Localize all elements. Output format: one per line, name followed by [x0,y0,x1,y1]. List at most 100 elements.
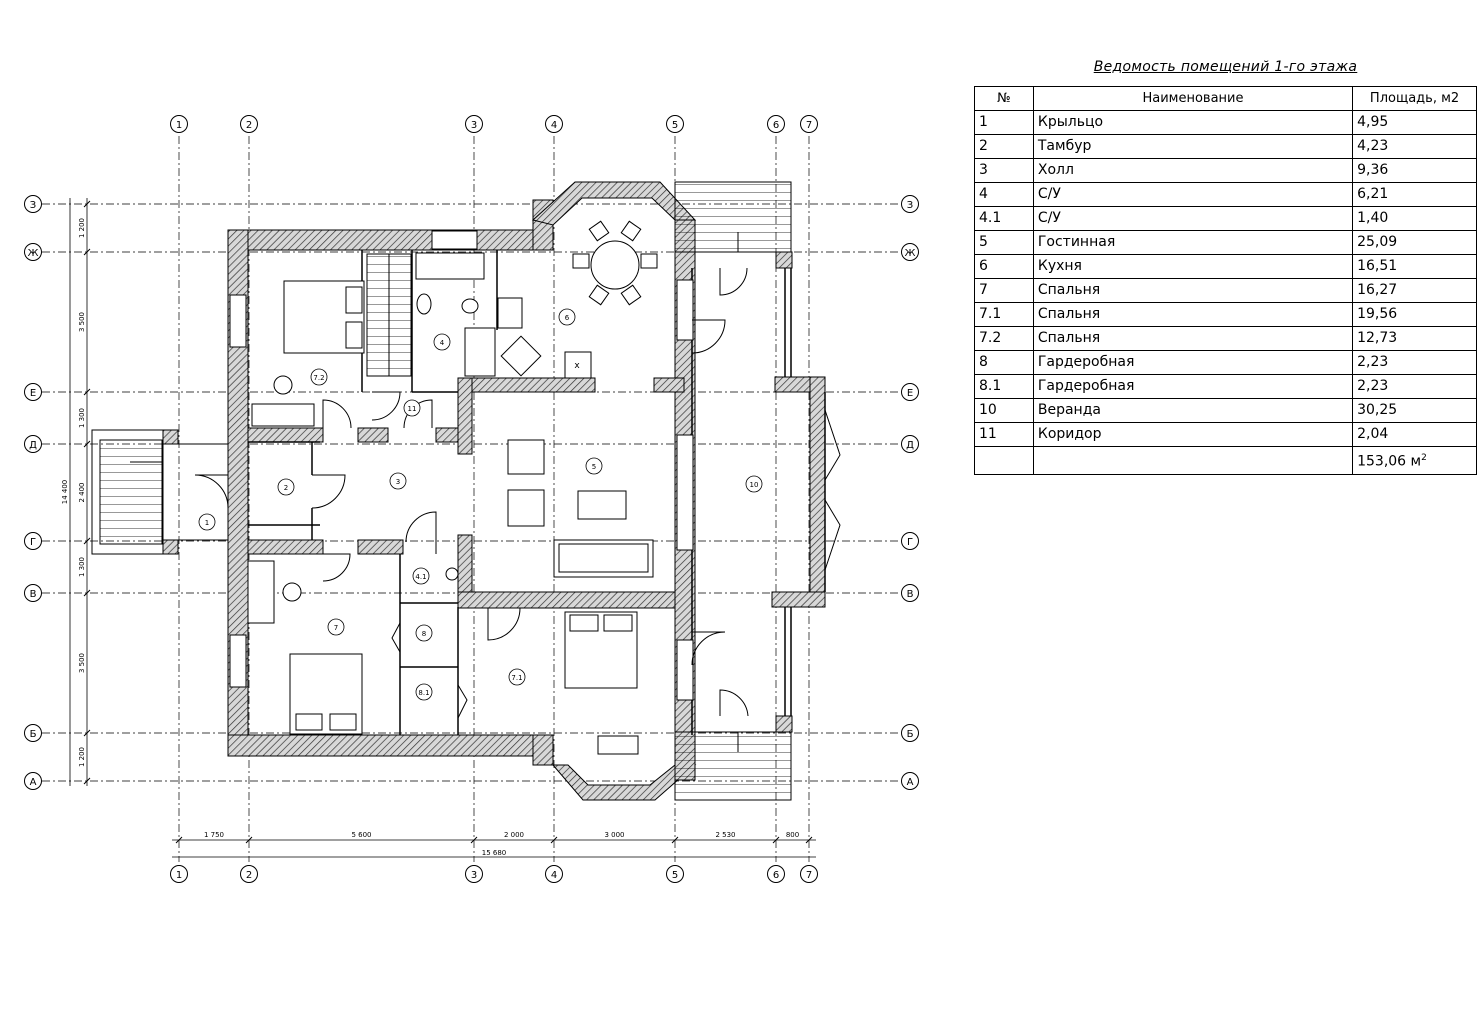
axis-marker-v: 3 [465,865,483,883]
axis-marker-v: 7 [800,115,818,133]
cell-area: 2,23 [1352,374,1477,399]
axis-marker-v: 5 [666,865,684,883]
axis-marker-h: В [901,584,919,602]
room-tag: 7.1 [508,668,526,686]
cell-name: Веранда [1032,398,1354,423]
cell-area: 12,73 [1352,326,1477,351]
axis-label: Е [30,388,36,399]
room-tag: 5 [585,457,603,475]
shower [464,327,496,377]
axis-label: 4 [551,120,557,131]
axis-label: Ж [28,248,39,259]
room-tag-label: 10 [750,481,759,489]
axis-label: 6 [773,870,779,881]
axis-marker-h: Д [24,435,42,453]
dim-left: 1 300 [78,408,86,428]
cell-area: 1,40 [1352,206,1477,231]
room-tag: 7.2 [310,368,328,386]
cell-area: 16,51 [1352,254,1477,279]
desk [247,560,275,624]
dim-bottom: 800 [786,831,799,839]
axis-marker-h: Е [901,383,919,401]
room-tag: 4 [433,333,451,351]
room-tag: 8 [415,624,433,642]
axis-marker-v: 6 [767,865,785,883]
room-tag: 8.1 [415,683,433,701]
armchair [507,489,545,527]
room-tag: 1 [198,513,216,531]
axis-marker-h: Е [24,383,42,401]
axis-label: 3 [471,120,477,131]
cell-area: 9,36 [1352,158,1477,183]
axis-marker-h: Г [24,532,42,550]
dim-bottom: 5 600 [351,831,371,839]
cell-area: 30,25 [1352,398,1477,423]
axis-label: Г [30,537,36,548]
room-tag-label: 4.1 [415,573,426,581]
room-tag-label: 8.1 [418,689,429,697]
cell-name: Кухня [1032,254,1354,279]
room-tag: 4.1 [412,567,430,585]
room-tag-label: 7 [334,624,338,632]
cell-no: 8.1 [974,374,1034,399]
cell-name: С/У [1032,206,1354,231]
cell-no: 2 [974,134,1034,159]
cell-area: 16,27 [1352,278,1477,303]
furniture [247,240,654,735]
cell-area: 2,04 [1352,422,1477,447]
axis-label: Е [907,388,913,399]
kitchen-counter [497,297,523,329]
axis-marker-h: В [24,584,42,602]
axis-marker-v: 1 [170,115,188,133]
axis-marker-v: 2 [240,115,258,133]
dim-left: 3 500 [78,312,86,332]
total-area: 153,06 м2 [1352,446,1477,475]
axis-marker-v: 3 [465,115,483,133]
cell-no: 5 [974,230,1034,255]
cell-no: 4.1 [974,206,1034,231]
cell-no: 10 [974,398,1034,423]
room-tag-label: 11 [408,405,417,413]
cell-no: 8 [974,350,1034,375]
dimension-lines [69,198,816,858]
room-tag-label: 1 [205,519,209,527]
axis-marker-h: Ж [901,243,919,261]
exterior-walls [162,181,826,801]
cell-name: Крыльцо [1032,110,1354,135]
axis-label: 3 [471,870,477,881]
cell-area: 19,56 [1352,302,1477,327]
room-tag: 11 [403,399,421,417]
room-tag: 6 [558,308,576,326]
axis-label: Б [907,729,914,740]
axis-marker-v: 1 [170,865,188,883]
stove-mark: x [574,361,580,371]
axis-marker-h: Ж [24,243,42,261]
axis-label: 4 [551,870,557,881]
axis-label: З [907,200,913,211]
cell-no: 7 [974,278,1034,303]
bathtub [415,252,485,280]
dim-left: 1 300 [78,557,86,577]
doors [194,267,841,719]
axis-marker-h: Б [24,724,42,742]
room-tag-label: 8 [422,630,426,638]
dim-bottom: 3 000 [604,831,624,839]
dining-table [590,240,640,290]
cell-name: Спальня [1032,326,1354,351]
cell-name: Тамбур [1032,134,1354,159]
room-tag: 7 [327,618,345,636]
axis-label: 7 [806,870,812,881]
axis-label: Д [906,440,914,451]
cell-name: Спальня [1032,302,1354,327]
windows [229,230,694,755]
